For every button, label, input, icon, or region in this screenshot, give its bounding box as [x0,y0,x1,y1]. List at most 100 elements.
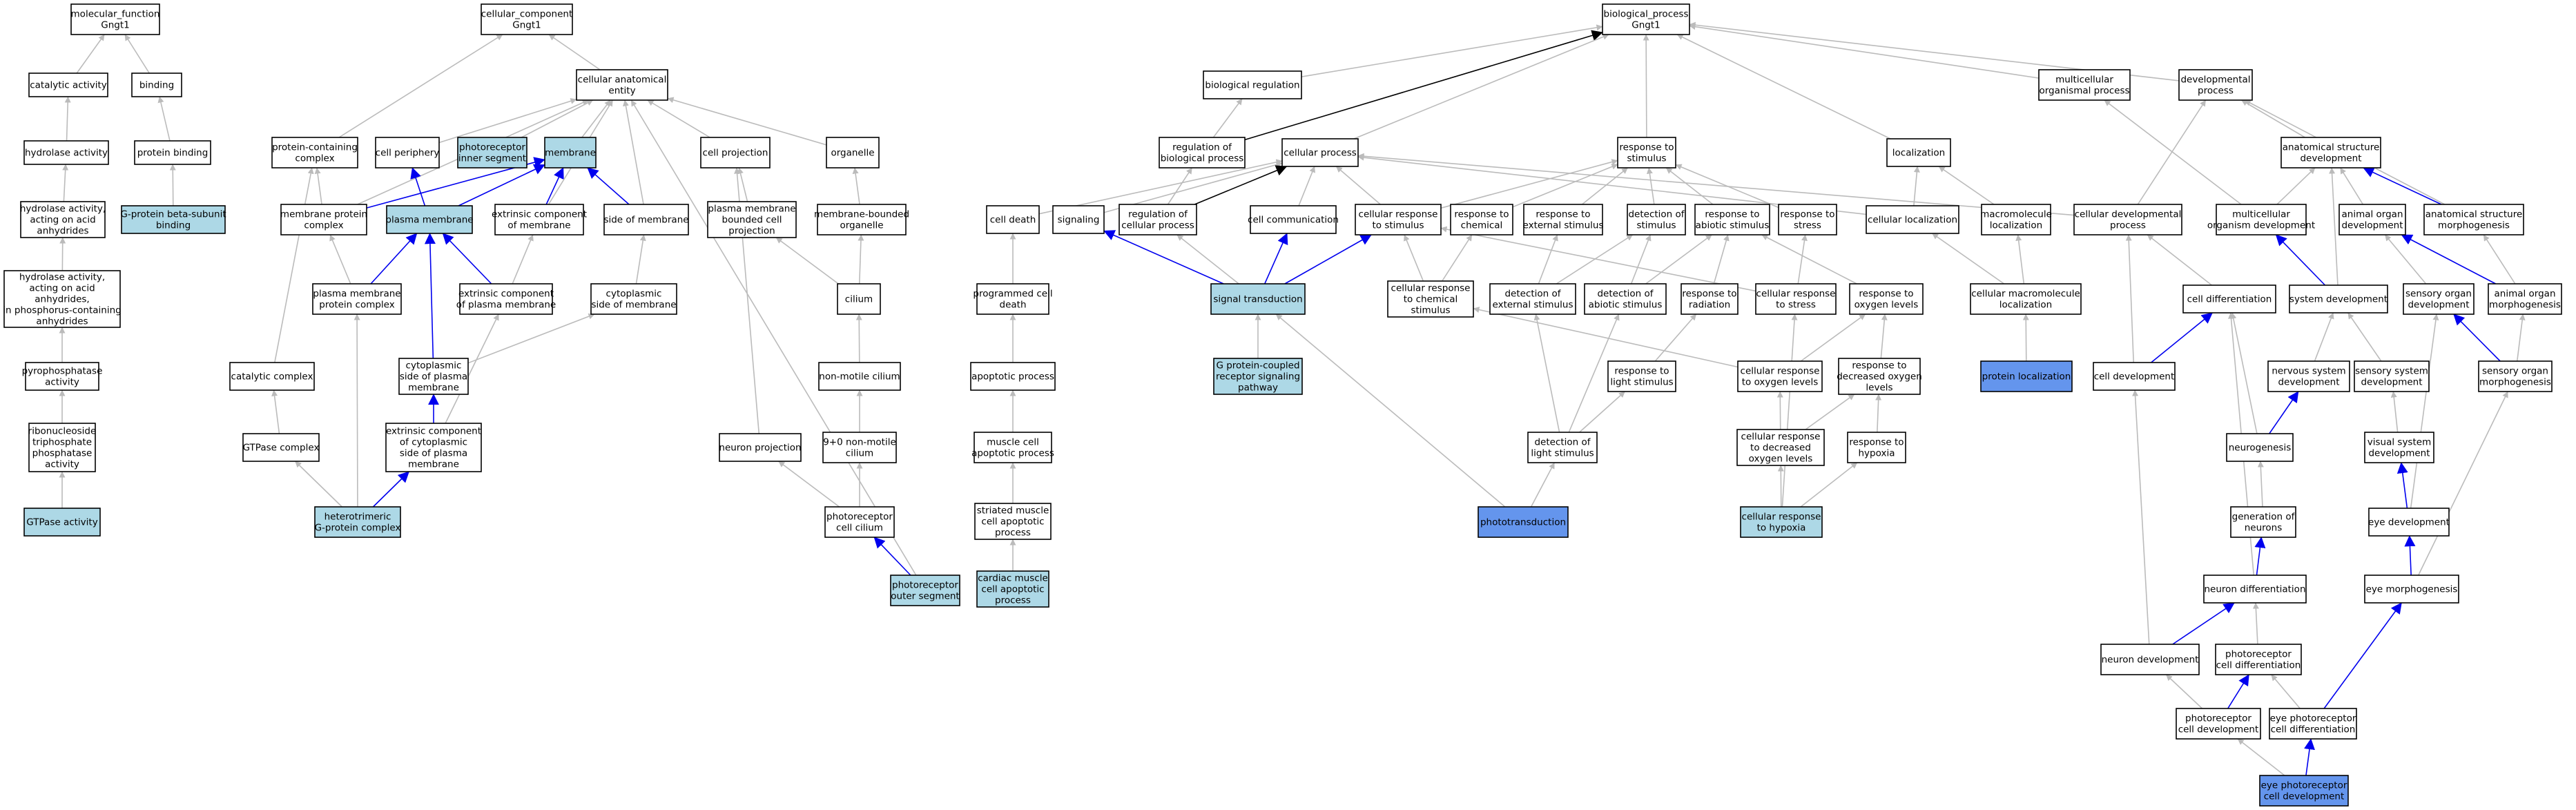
node-protlocal[interactable]: protein localization [1980,360,2073,392]
node-cellcomm[interactable]: cell communication [1248,205,1339,234]
node-cellproj[interactable]: cell projection [700,137,771,168]
node-eyemorph[interactable]: eye morphogenesis [2364,575,2459,604]
node-catalytic[interactable]: catalytic activity [28,73,108,97]
node-sigtrans[interactable]: signal transduction [1210,283,1306,315]
node-rntp[interactable]: ribonucleosidetriphosphatephosphataseact… [28,423,97,472]
node-neurdev[interactable]: neuron development [2100,644,2200,675]
node-gtpase[interactable]: GTPase activity [23,508,101,537]
node-neurogen[interactable]: neurogenesis [2226,433,2294,462]
node-som[interactable]: side of membrane [603,204,689,235]
node-celldiff[interactable]: cell differentiation [2182,285,2276,314]
node-neuronproj[interactable]: neuron projection [719,433,802,462]
node-celldev[interactable]: cell development [2093,362,2176,391]
node-cilium[interactable]: cilium [837,283,881,315]
node-apoptotic[interactable]: apoptotic process [970,362,1056,391]
node-eyedev[interactable]: eye development [2368,508,2450,537]
node-hydroanh[interactable]: hydrolase activity,acting on acidanhydri… [20,201,106,238]
node-nmc[interactable]: non-motile cilium [818,362,901,391]
node-protbind[interactable]: protein binding [134,140,211,165]
node-membrane[interactable]: membrane [544,137,597,168]
node-organelle[interactable]: organelle [826,137,880,168]
node-local[interactable]: localization [1886,138,1951,167]
node-celllocal[interactable]: cellular localization [1866,205,1959,234]
node-cellper[interactable]: cell periphery [375,137,440,168]
node-hydrolase[interactable]: hydrolase activity [23,140,109,165]
node-celldeath[interactable]: cell death [986,205,1040,234]
node-binding[interactable]: binding [131,73,182,97]
node-signaling[interactable]: signaling [1052,205,1105,234]
node-catcomplex[interactable]: catalytic complex [229,362,315,391]
node-cellproc[interactable]: cellular process [1281,138,1359,167]
node-hydrophos[interactable]: hydrolase activity,acting on acidanhydri… [3,270,122,328]
node-photo[interactable]: phototransduction [1478,506,1569,538]
node-neurdiff[interactable]: neuron differentiation [2203,575,2307,604]
node-gtpasecomplex[interactable]: GTPase complex [242,433,320,462]
node-pm[interactable]: plasma membrane [385,205,474,234]
node-bioreg[interactable]: biological regulation [1203,70,1302,99]
